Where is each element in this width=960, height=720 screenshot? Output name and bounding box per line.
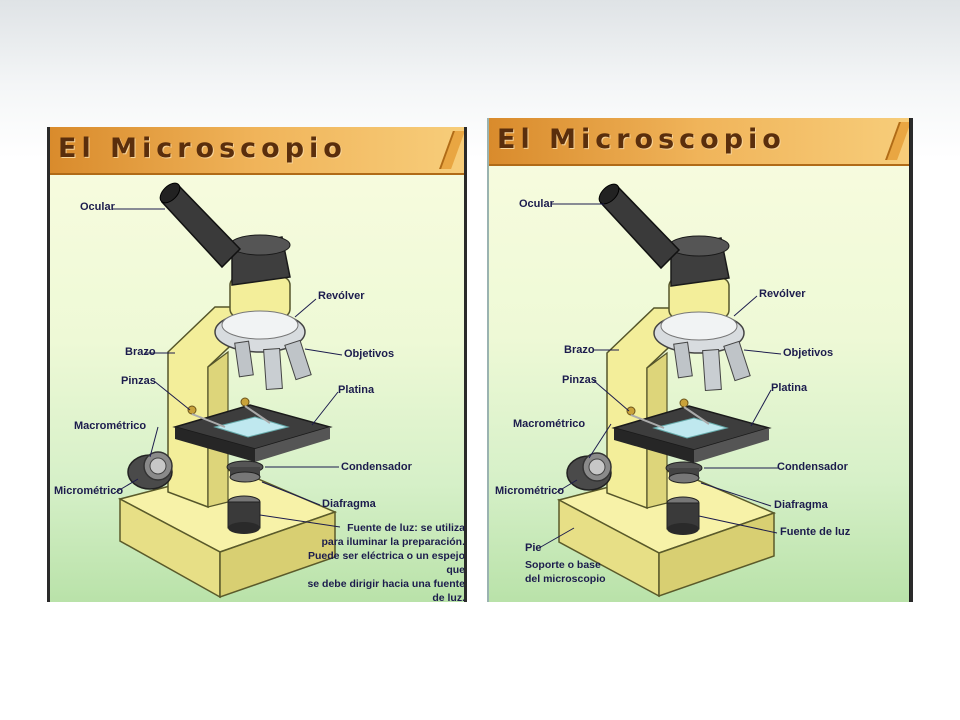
- panel-title: El Microscopio: [58, 133, 347, 164]
- light-source: [666, 496, 700, 535]
- objectives: [234, 339, 312, 391]
- revolver: [214, 310, 306, 353]
- fuente-de-luz-note: Fuente de luz: se utiliza para iluminar …: [295, 521, 465, 602]
- label-pinzas: Pinzas: [121, 375, 156, 387]
- label-platina: Platina: [771, 382, 808, 394]
- label-ocular: Ocular: [519, 198, 554, 210]
- label-ocular: Ocular: [80, 201, 115, 213]
- microscope-head: [668, 235, 730, 319]
- condenser: [226, 460, 264, 483]
- microscope-panel-right: El Microscopio: [487, 118, 913, 602]
- microscope-head: [229, 234, 291, 318]
- leader-lines: [112, 208, 343, 528]
- microscope-illustration: [538, 183, 782, 598]
- leader-lines: [538, 203, 782, 549]
- label-fuente-de-luz: Fuente de luz: [780, 526, 851, 538]
- eyepiece: [598, 183, 681, 270]
- stage: [172, 397, 333, 462]
- panel-edge: [909, 118, 910, 602]
- label-brazo: Brazo: [125, 346, 156, 358]
- title-bar: El Microscopio: [489, 118, 910, 166]
- fuente-line1: : se utiliza: [414, 522, 465, 534]
- condenser: [665, 461, 703, 484]
- label-condensador: Condensador: [777, 461, 848, 473]
- stage: [611, 398, 772, 463]
- label-revolver: Revólver: [759, 288, 806, 300]
- panel-title: El Microscopio: [497, 124, 786, 155]
- label-macrometrico: Macrométrico: [74, 420, 147, 432]
- pie-note-line2: del microscopio: [525, 573, 606, 585]
- eyepiece: [159, 182, 242, 269]
- label-platina: Platina: [338, 384, 375, 396]
- focus-knob: [127, 451, 173, 490]
- fuente-term: Fuente de luz: [347, 522, 415, 534]
- label-micrometrico: Micrométrico: [495, 485, 565, 497]
- label-pie: Pie: [525, 542, 542, 554]
- label-diafragma: Diafragma: [774, 499, 828, 511]
- label-condensador: Condensador: [341, 461, 412, 473]
- revolver: [653, 311, 745, 354]
- label-diafragma: Diafragma: [322, 498, 376, 510]
- fuente-line2: para iluminar la preparación.: [321, 536, 465, 548]
- label-micrometrico: Micrométrico: [54, 485, 124, 497]
- label-objetivos: Objetivos: [783, 347, 834, 359]
- label-macrometrico: Macrométrico: [513, 418, 586, 430]
- microscope-illustration: [112, 182, 343, 599]
- label-pinzas: Pinzas: [562, 374, 597, 386]
- objectives: [673, 340, 751, 392]
- fuente-line3: Puede ser eléctrica o un espejo que: [308, 550, 465, 576]
- pie-note-line1: Soporte o base: [525, 559, 601, 571]
- label-revolver: Revólver: [318, 290, 365, 302]
- light-source: [227, 495, 261, 534]
- label-brazo: Brazo: [564, 344, 595, 356]
- fuente-line4: se debe dirigir hacia una fuente de luz.: [307, 578, 465, 602]
- microscope-panel-left: El Microscopio: [47, 127, 467, 602]
- title-bar: El Microscopio: [50, 127, 464, 175]
- label-objetivos: Objetivos: [344, 348, 395, 360]
- focus-knob: [566, 452, 612, 491]
- pie-note: Soporte o base del microscopio: [525, 558, 606, 586]
